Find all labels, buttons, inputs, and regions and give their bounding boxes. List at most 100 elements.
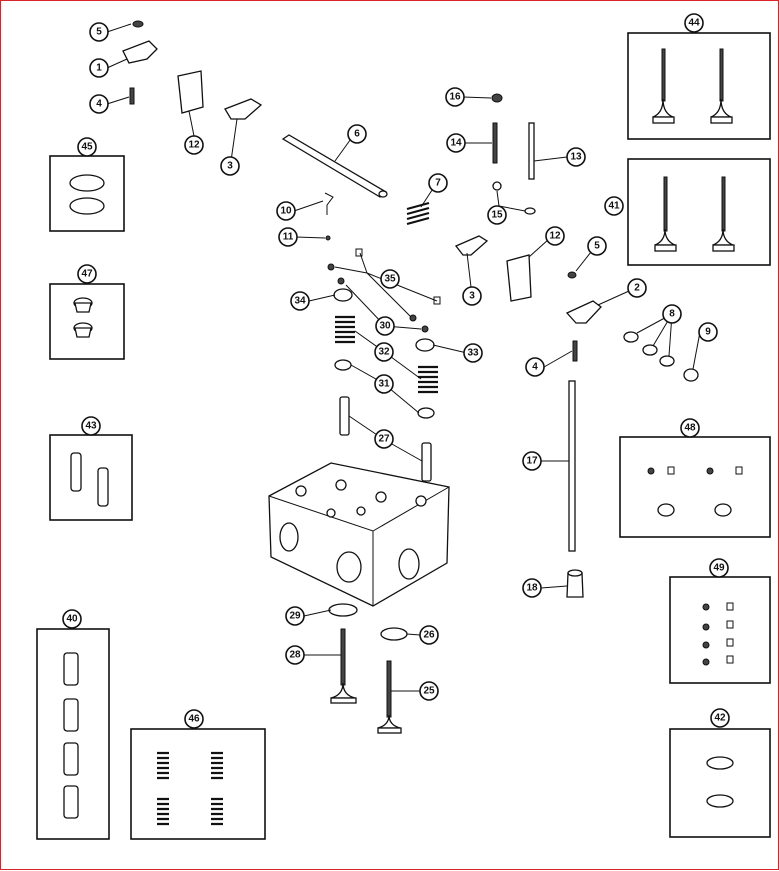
callout-25: 25 — [419, 681, 439, 701]
svg-text:47: 47 — [81, 269, 93, 280]
svg-text:17: 17 — [526, 456, 538, 467]
svg-text:27: 27 — [378, 434, 390, 445]
push-rod-and-tappet — [566, 340, 584, 598]
callout-33: 33 — [463, 343, 483, 363]
oil-line-and-plug — [324, 192, 334, 241]
rocker-spring — [406, 201, 430, 226]
valve-springs — [334, 315, 438, 419]
svg-text:4: 4 — [532, 362, 538, 373]
kit-callout-44: 44 — [684, 13, 704, 33]
callout-8: 8 — [662, 304, 682, 324]
callout-35: 35 — [380, 269, 400, 289]
svg-text:33: 33 — [467, 348, 479, 359]
rocker-parts-center-right — [454, 93, 602, 324]
callout-1: 1 — [89, 58, 109, 78]
svg-text:1: 1 — [96, 63, 102, 74]
callout-6: 6 — [347, 124, 367, 144]
kit-box-45 — [49, 155, 125, 232]
svg-text:9: 9 — [705, 327, 711, 338]
callout-5: 5 — [587, 236, 607, 256]
callout-4: 4 — [525, 357, 545, 377]
callout-9: 9 — [698, 322, 718, 342]
svg-text:16: 16 — [449, 92, 461, 103]
callout-14: 14 — [446, 133, 466, 153]
svg-text:30: 30 — [379, 321, 391, 332]
kit-callout-42: 42 — [710, 708, 730, 728]
svg-text:31: 31 — [378, 379, 390, 390]
callout-16: 16 — [445, 87, 465, 107]
callout-31: 31 — [374, 374, 394, 394]
callout-27: 27 — [374, 429, 394, 449]
svg-text:25: 25 — [423, 686, 435, 697]
callout-2: 2 — [627, 278, 647, 298]
svg-text:3: 3 — [469, 291, 475, 302]
kit-callout-49: 49 — [709, 558, 729, 578]
svg-text:13: 13 — [570, 152, 582, 163]
svg-text:46: 46 — [188, 714, 200, 725]
seal-rings — [623, 331, 699, 382]
callout-34: 34 — [290, 291, 310, 311]
kit-box-41 — [627, 158, 771, 266]
leader-lines — [106, 23, 701, 692]
kit-box-48 — [619, 436, 771, 538]
kit-callout-43: 43 — [81, 416, 101, 436]
callout-15: 15 — [487, 205, 507, 225]
kit-callout-47: 47 — [77, 264, 97, 284]
callout-17: 17 — [522, 451, 542, 471]
callout-30: 30 — [375, 316, 395, 336]
callout-4: 4 — [89, 94, 109, 114]
callout-10: 10 — [276, 201, 296, 221]
callout-7: 7 — [428, 173, 448, 193]
kit-box-47 — [49, 283, 125, 360]
svg-text:34: 34 — [294, 296, 306, 307]
svg-text:32: 32 — [378, 347, 390, 358]
svg-text:11: 11 — [283, 232, 294, 243]
svg-text:18: 18 — [526, 583, 538, 594]
svg-text:5: 5 — [96, 27, 102, 38]
callout-32: 32 — [374, 342, 394, 362]
svg-text:8: 8 — [669, 309, 675, 320]
valves-and-inserts — [328, 603, 408, 734]
callout-29: 29 — [285, 606, 305, 626]
callout-5: 5 — [89, 22, 109, 42]
kit-callout-48: 48 — [680, 418, 700, 438]
svg-text:40: 40 — [66, 614, 78, 625]
kit-box-42 — [669, 728, 771, 838]
svg-text:43: 43 — [85, 421, 97, 432]
callout-28: 28 — [285, 645, 305, 665]
svg-text:45: 45 — [81, 142, 93, 153]
svg-text:10: 10 — [280, 206, 292, 217]
callout-3: 3 — [462, 286, 482, 306]
svg-text:14: 14 — [450, 138, 462, 149]
svg-text:42: 42 — [714, 713, 726, 724]
valve-keepers-and-retainers — [327, 248, 441, 352]
svg-text:3: 3 — [227, 161, 233, 172]
rocker-shaft — [281, 134, 388, 198]
kit-box-44 — [627, 31, 771, 140]
kit-callout-41: 41 — [604, 196, 624, 216]
svg-text:48: 48 — [684, 423, 696, 434]
svg-text:26: 26 — [423, 630, 435, 641]
cylinder-head — [268, 462, 450, 607]
svg-text:41: 41 — [608, 201, 620, 212]
svg-text:15: 15 — [491, 210, 503, 221]
svg-text:6: 6 — [354, 129, 360, 140]
callout-3: 3 — [220, 156, 240, 176]
svg-text:2: 2 — [634, 283, 640, 294]
svg-text:35: 35 — [384, 274, 396, 285]
callout-26: 26 — [419, 625, 439, 645]
svg-text:12: 12 — [549, 231, 561, 242]
svg-text:28: 28 — [289, 650, 301, 661]
svg-text:4: 4 — [96, 99, 102, 110]
kit-callout-40: 40 — [62, 609, 82, 629]
callout-13: 13 — [566, 147, 586, 167]
kit-callout-45: 45 — [77, 137, 97, 157]
callout-18: 18 — [522, 578, 542, 598]
svg-text:12: 12 — [188, 140, 200, 151]
callout-12: 12 — [184, 135, 204, 155]
svg-text:5: 5 — [594, 241, 600, 252]
rocker-arm-parts-upper-left — [122, 20, 263, 120]
kit-box-43 — [49, 434, 133, 521]
